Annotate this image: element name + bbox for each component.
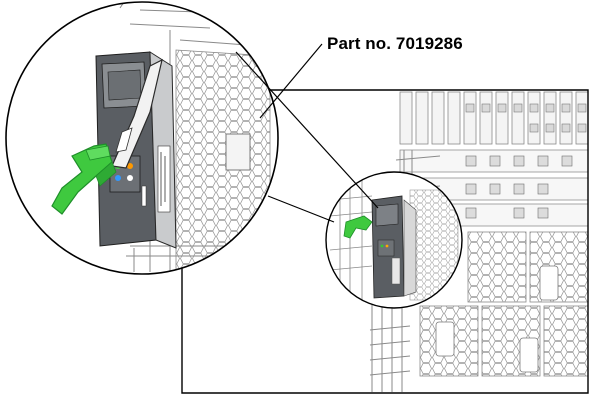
- green-release-lever: [51, 143, 113, 215]
- callout-leader-line: [259, 43, 323, 119]
- small-detail-circle: [325, 171, 463, 309]
- chassis-view: [181, 89, 589, 394]
- magnified-detail-circle: [5, 1, 279, 275]
- small-green-lever: [343, 215, 373, 239]
- magnification-lines: [235, 51, 379, 223]
- module-label-strip: [157, 145, 171, 213]
- part-number-callout: Part no. 7019286: [327, 34, 463, 53]
- enclosure-frame: [181, 89, 589, 394]
